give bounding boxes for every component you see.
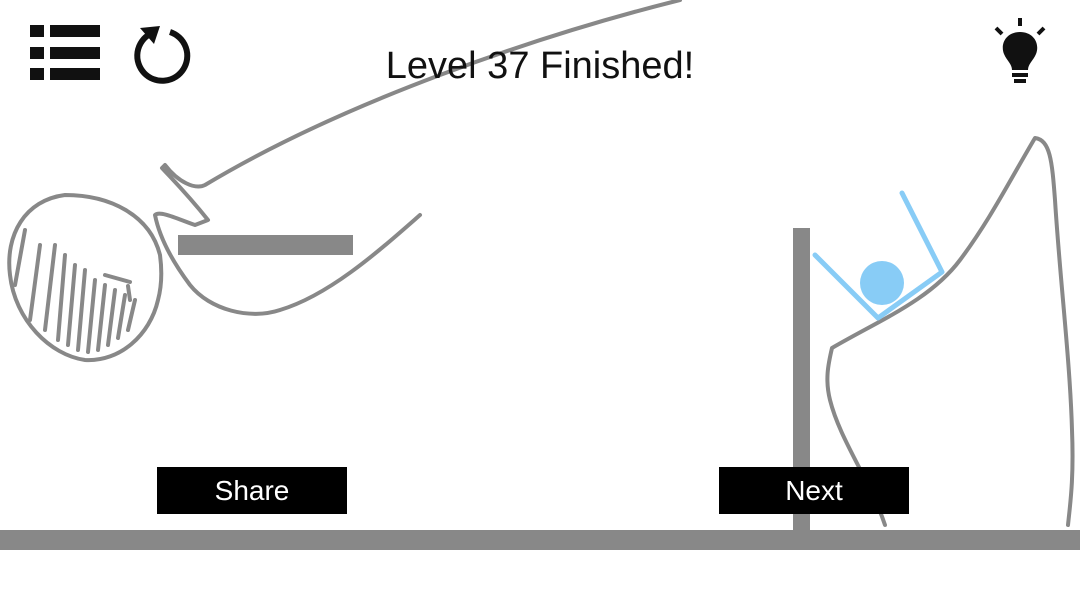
ground-bar [0,530,1080,550]
gray-plank [178,235,353,255]
list-menu-icon[interactable] [28,22,104,82]
restart-arrow-icon[interactable] [130,22,196,88]
vertical-pole [793,228,810,530]
level-finished-title: Level 37 Finished! [385,45,695,87]
blue-cup [812,190,945,321]
drawn-scribble-fill [13,228,137,354]
share-button[interactable]: Share [157,467,347,514]
drawn-cliff-outline [825,136,1075,527]
drawn-outline-line [153,0,682,316]
blue-ball [860,261,904,305]
drawn-round-shape [7,193,164,363]
lightbulb-icon[interactable] [990,16,1050,86]
next-button[interactable]: Next [719,467,909,514]
